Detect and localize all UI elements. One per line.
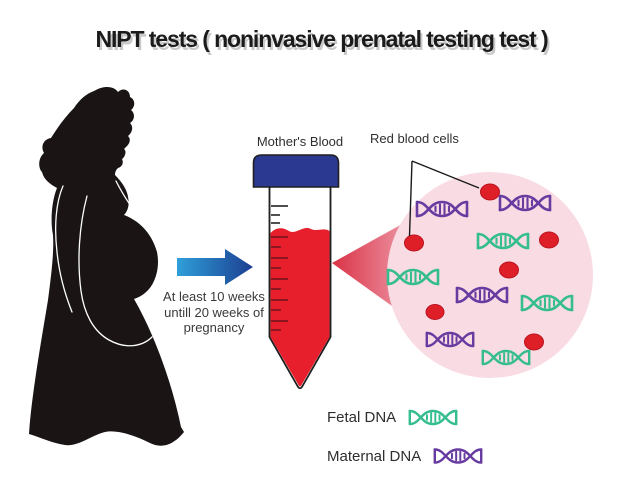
red-blood-cell: [499, 261, 519, 279]
tube-cap: [252, 154, 340, 188]
red-blood-cell: [524, 333, 544, 351]
tube-ticks-upper: [271, 205, 288, 224]
magnified-blood-circle: [387, 172, 593, 378]
tube-blood: [270, 228, 330, 387]
timeline-caption: At least 10 weeks untill 20 weeks of pre…: [150, 289, 278, 336]
red-blood-cell: [480, 183, 500, 201]
pregnant-woman-silhouette: [29, 86, 184, 446]
red-blood-cells-label: Red blood cells: [370, 131, 459, 146]
red-cells-pointer-lines: [408, 160, 480, 237]
timeline-line-3: pregnancy: [183, 320, 245, 335]
red-blood-cell: [425, 304, 445, 320]
test-tube: [252, 154, 340, 390]
red-blood-cell: [539, 231, 559, 249]
arrow-right-icon: [177, 249, 253, 285]
fetal-dna-legend-icon: [407, 408, 459, 427]
red-blood-cell: [404, 234, 424, 252]
legend-fetal-dna: Fetal DNA: [327, 408, 459, 427]
legend-maternal-dna: Maternal DNA: [327, 446, 484, 466]
legend-maternal-label: Maternal DNA: [327, 447, 422, 465]
tube-ticks-lower: [271, 236, 288, 331]
mothers-blood-label: Mother's Blood: [256, 134, 344, 149]
page-title: NIPT tests ( noninvasive prenatal testin…: [95, 26, 548, 52]
timeline-line-1: At least 10 weeks: [163, 289, 265, 304]
legend-fetal-label: Fetal DNA: [327, 409, 397, 426]
maternal-dna-legend-icon: [432, 446, 484, 466]
timeline-line-2: untill 20 weeks of: [164, 304, 264, 320]
